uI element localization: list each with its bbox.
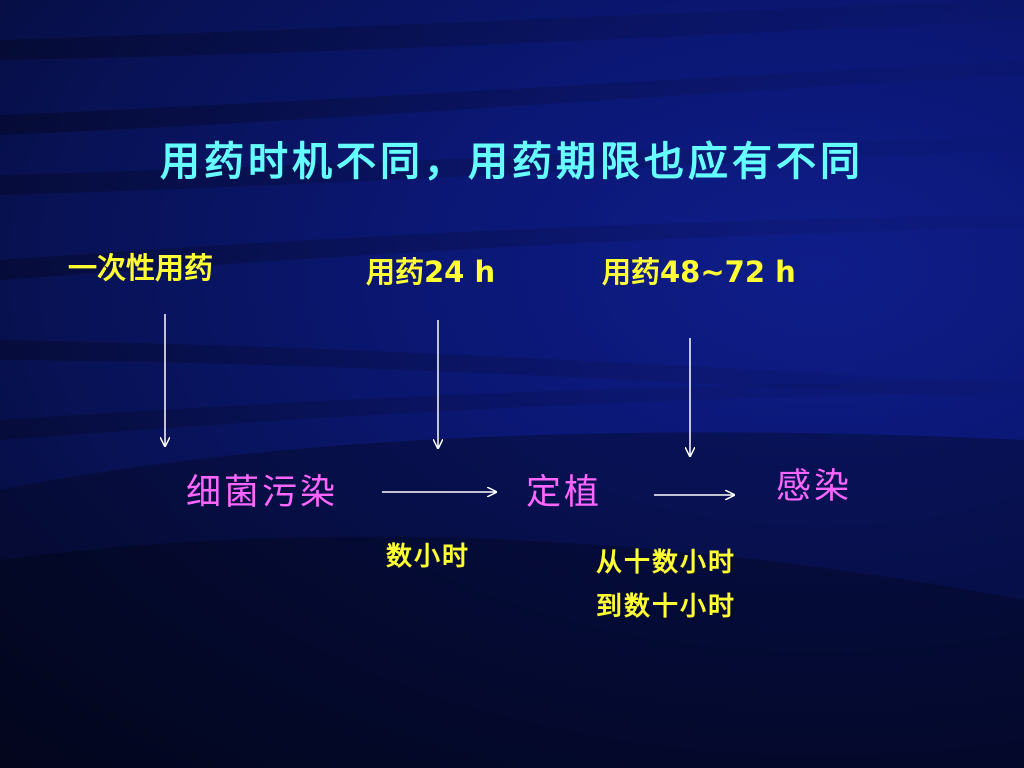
transition-tens-of-hours-line2: 到数十小时 bbox=[596, 592, 737, 622]
stage-infection: 感染 bbox=[776, 467, 853, 507]
stage-contamination: 细菌污染 bbox=[186, 473, 339, 513]
transition-hours: 数小时 bbox=[386, 542, 471, 572]
timing-label-48-72h: 用药48~72 h bbox=[602, 255, 796, 289]
stage-colonization: 定植 bbox=[526, 473, 603, 513]
slide-title: 用药时机不同，用药期限也应有不同 bbox=[160, 139, 864, 185]
timing-label-single-dose: 一次性用药 bbox=[68, 251, 214, 285]
timing-label-24h: 用药24 h bbox=[366, 255, 496, 289]
transition-tens-of-hours-line1: 从十数小时 bbox=[596, 548, 737, 578]
